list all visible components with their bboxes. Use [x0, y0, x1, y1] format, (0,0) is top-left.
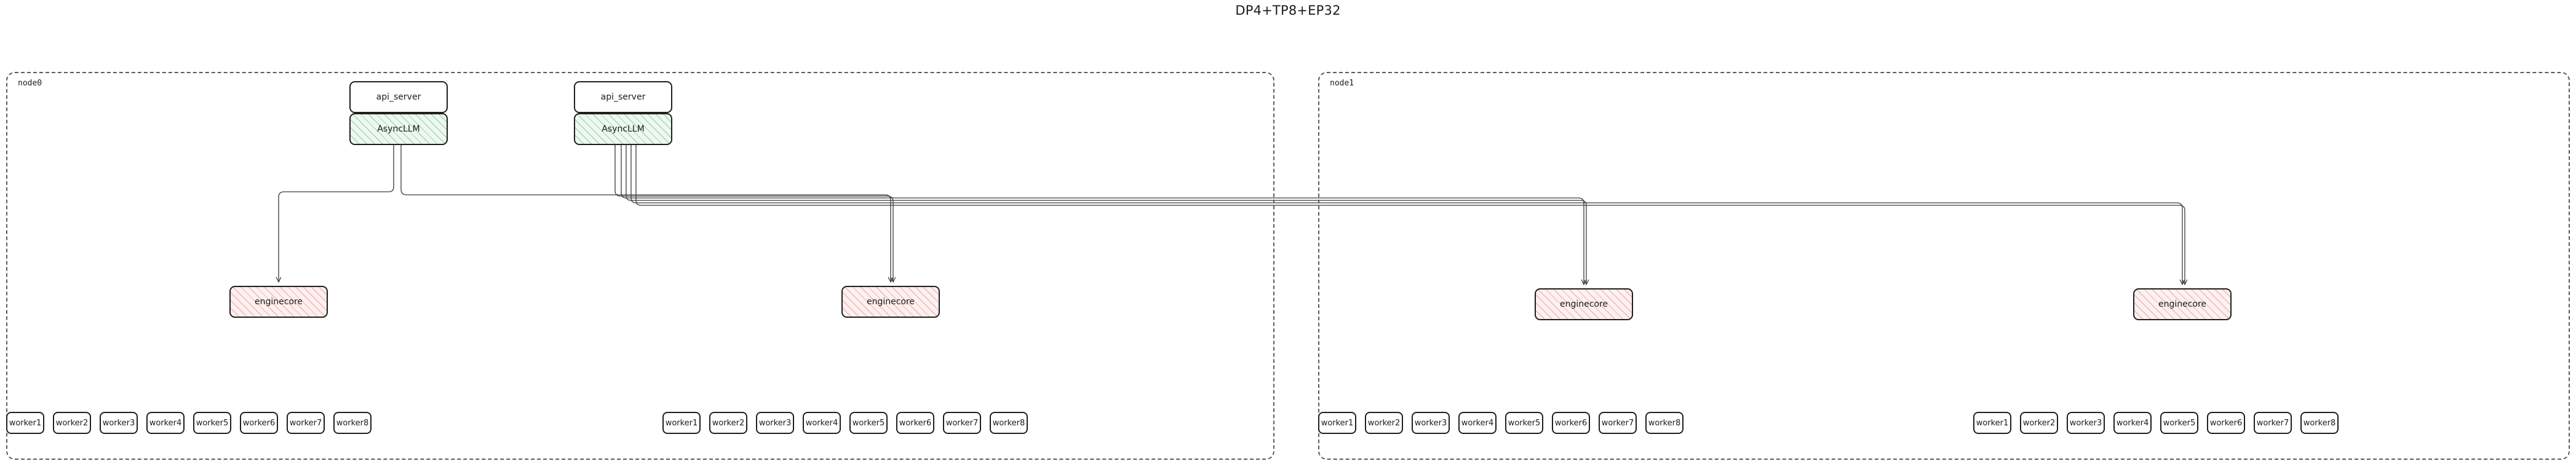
worker-label: worker3	[2069, 418, 2102, 428]
node-label-node0: node0	[18, 79, 42, 88]
worker-box[interactable]: worker7	[287, 412, 325, 434]
worker-label: worker2	[1367, 418, 1401, 428]
worker-label: worker2	[712, 418, 745, 428]
worker-label: worker7	[1601, 418, 1634, 428]
worker-box[interactable]: worker6	[1552, 412, 1590, 434]
page-title: DP4+TP8+EP32	[1235, 3, 1341, 18]
worker-label: worker1	[665, 418, 698, 428]
worker-label: worker6	[899, 418, 932, 428]
worker-box[interactable]: worker2	[53, 412, 91, 434]
worker-box[interactable]: worker1	[6, 412, 44, 434]
worker-label: worker7	[945, 418, 979, 428]
worker-box[interactable]: worker6	[2207, 412, 2245, 434]
enginecore-label: enginecore	[254, 297, 303, 307]
worker-box[interactable]: worker2	[709, 412, 747, 434]
api-server-box-1[interactable]: api_server	[574, 81, 672, 113]
worker-box[interactable]: worker7	[943, 412, 981, 434]
worker-box[interactable]: worker1	[662, 412, 701, 434]
worker-label: worker6	[242, 418, 276, 428]
worker-box[interactable]: worker3	[2067, 412, 2105, 434]
worker-box[interactable]: worker3	[1412, 412, 1450, 434]
worker-label: worker5	[2163, 418, 2196, 428]
worker-label: worker8	[336, 418, 369, 428]
worker-box[interactable]: worker2	[2020, 412, 2058, 434]
worker-box[interactable]: worker8	[333, 412, 372, 434]
worker-box[interactable]: worker5	[2160, 412, 2198, 434]
worker-box[interactable]: worker7	[1599, 412, 1637, 434]
worker-label: worker1	[9, 418, 42, 428]
worker-label: worker1	[1321, 418, 1354, 428]
worker-label: worker2	[55, 418, 89, 428]
asyncllm-box-0[interactable]: AsyncLLM	[349, 113, 448, 145]
worker-label: worker8	[2303, 418, 2336, 428]
api-server-label: api_server	[600, 92, 646, 102]
enginecore-label: enginecore	[1559, 299, 1608, 309]
api-server-label: api_server	[376, 92, 421, 102]
worker-label: worker4	[149, 418, 182, 428]
enginecore-box-3[interactable]: enginecore	[2133, 288, 2232, 320]
worker-box[interactable]: worker2	[1365, 412, 1403, 434]
worker-label: worker5	[852, 418, 885, 428]
worker-box[interactable]: worker3	[756, 412, 794, 434]
enginecore-box-2[interactable]: enginecore	[1535, 288, 1633, 320]
worker-label: worker8	[992, 418, 1025, 428]
worker-label: worker8	[1648, 418, 1681, 428]
worker-box[interactable]: worker5	[849, 412, 888, 434]
node-label-node1: node1	[1330, 79, 1354, 88]
worker-box[interactable]: worker7	[2254, 412, 2292, 434]
worker-box[interactable]: worker4	[2113, 412, 2152, 434]
asyncllm-box-1[interactable]: AsyncLLM	[574, 113, 672, 145]
worker-box[interactable]: worker6	[896, 412, 934, 434]
worker-label: worker1	[1976, 418, 2009, 428]
worker-label: worker7	[289, 418, 322, 428]
worker-label: worker4	[2116, 418, 2149, 428]
worker-box[interactable]: worker4	[146, 412, 185, 434]
worker-label: worker4	[805, 418, 838, 428]
worker-box[interactable]: worker8	[990, 412, 1028, 434]
worker-box[interactable]: worker1	[1318, 412, 1356, 434]
node-cluster-node0: node0	[6, 72, 1274, 460]
asyncllm-label: AsyncLLM	[377, 124, 420, 134]
worker-label: worker5	[1508, 418, 1541, 428]
worker-label: worker3	[102, 418, 135, 428]
worker-label: worker6	[1554, 418, 1588, 428]
worker-label: worker7	[2256, 418, 2289, 428]
worker-box[interactable]: worker8	[1645, 412, 1684, 434]
worker-label: worker2	[2022, 418, 2056, 428]
enginecore-box-0[interactable]: enginecore	[229, 286, 328, 318]
asyncllm-label: AsyncLLM	[602, 124, 645, 134]
worker-box[interactable]: worker3	[100, 412, 138, 434]
worker-label: worker5	[196, 418, 229, 428]
enginecore-label: enginecore	[2158, 299, 2207, 309]
api-server-box-0[interactable]: api_server	[349, 81, 448, 113]
worker-box[interactable]: worker5	[1505, 412, 1543, 434]
enginecore-label: enginecore	[866, 297, 915, 307]
worker-box[interactable]: worker4	[1458, 412, 1497, 434]
worker-label: worker4	[1461, 418, 1494, 428]
worker-box[interactable]: worker8	[2300, 412, 2339, 434]
worker-label: worker3	[1414, 418, 1447, 428]
enginecore-box-1[interactable]: enginecore	[841, 286, 940, 318]
worker-label: worker6	[2209, 418, 2243, 428]
worker-box[interactable]: worker6	[240, 412, 278, 434]
worker-label: worker3	[758, 418, 792, 428]
worker-box[interactable]: worker5	[193, 412, 231, 434]
worker-box[interactable]: worker1	[1973, 412, 2011, 434]
node-cluster-node1: node1	[1318, 72, 2570, 460]
worker-box[interactable]: worker4	[803, 412, 841, 434]
